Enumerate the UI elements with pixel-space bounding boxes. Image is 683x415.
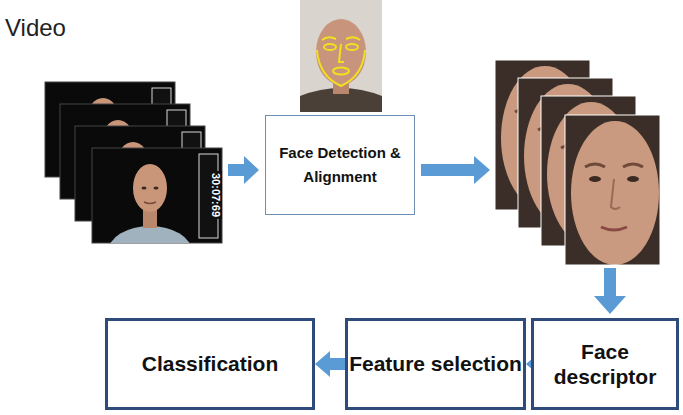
timestamp-label: 30:07:69 bbox=[210, 171, 222, 219]
process-box: Face Detection & Alignment bbox=[265, 115, 415, 215]
diagram-label: Video bbox=[5, 14, 66, 42]
box-text: Feature selection bbox=[349, 351, 522, 376]
process-box: Feature selection bbox=[345, 318, 526, 410]
video-frames bbox=[45, 82, 222, 278]
arrow-shaft bbox=[330, 358, 345, 370]
box-text: Classification bbox=[142, 351, 279, 376]
process-box: Face descriptor bbox=[531, 318, 679, 410]
landmark-face-photo bbox=[300, 0, 382, 112]
arrow-head bbox=[315, 351, 330, 377]
flow-arrow bbox=[315, 351, 345, 377]
face-crops bbox=[495, 60, 660, 265]
process-box: Classification bbox=[105, 318, 315, 410]
box-text: Face Detection & Alignment bbox=[279, 141, 401, 189]
box-text: Face descriptor bbox=[534, 339, 676, 389]
